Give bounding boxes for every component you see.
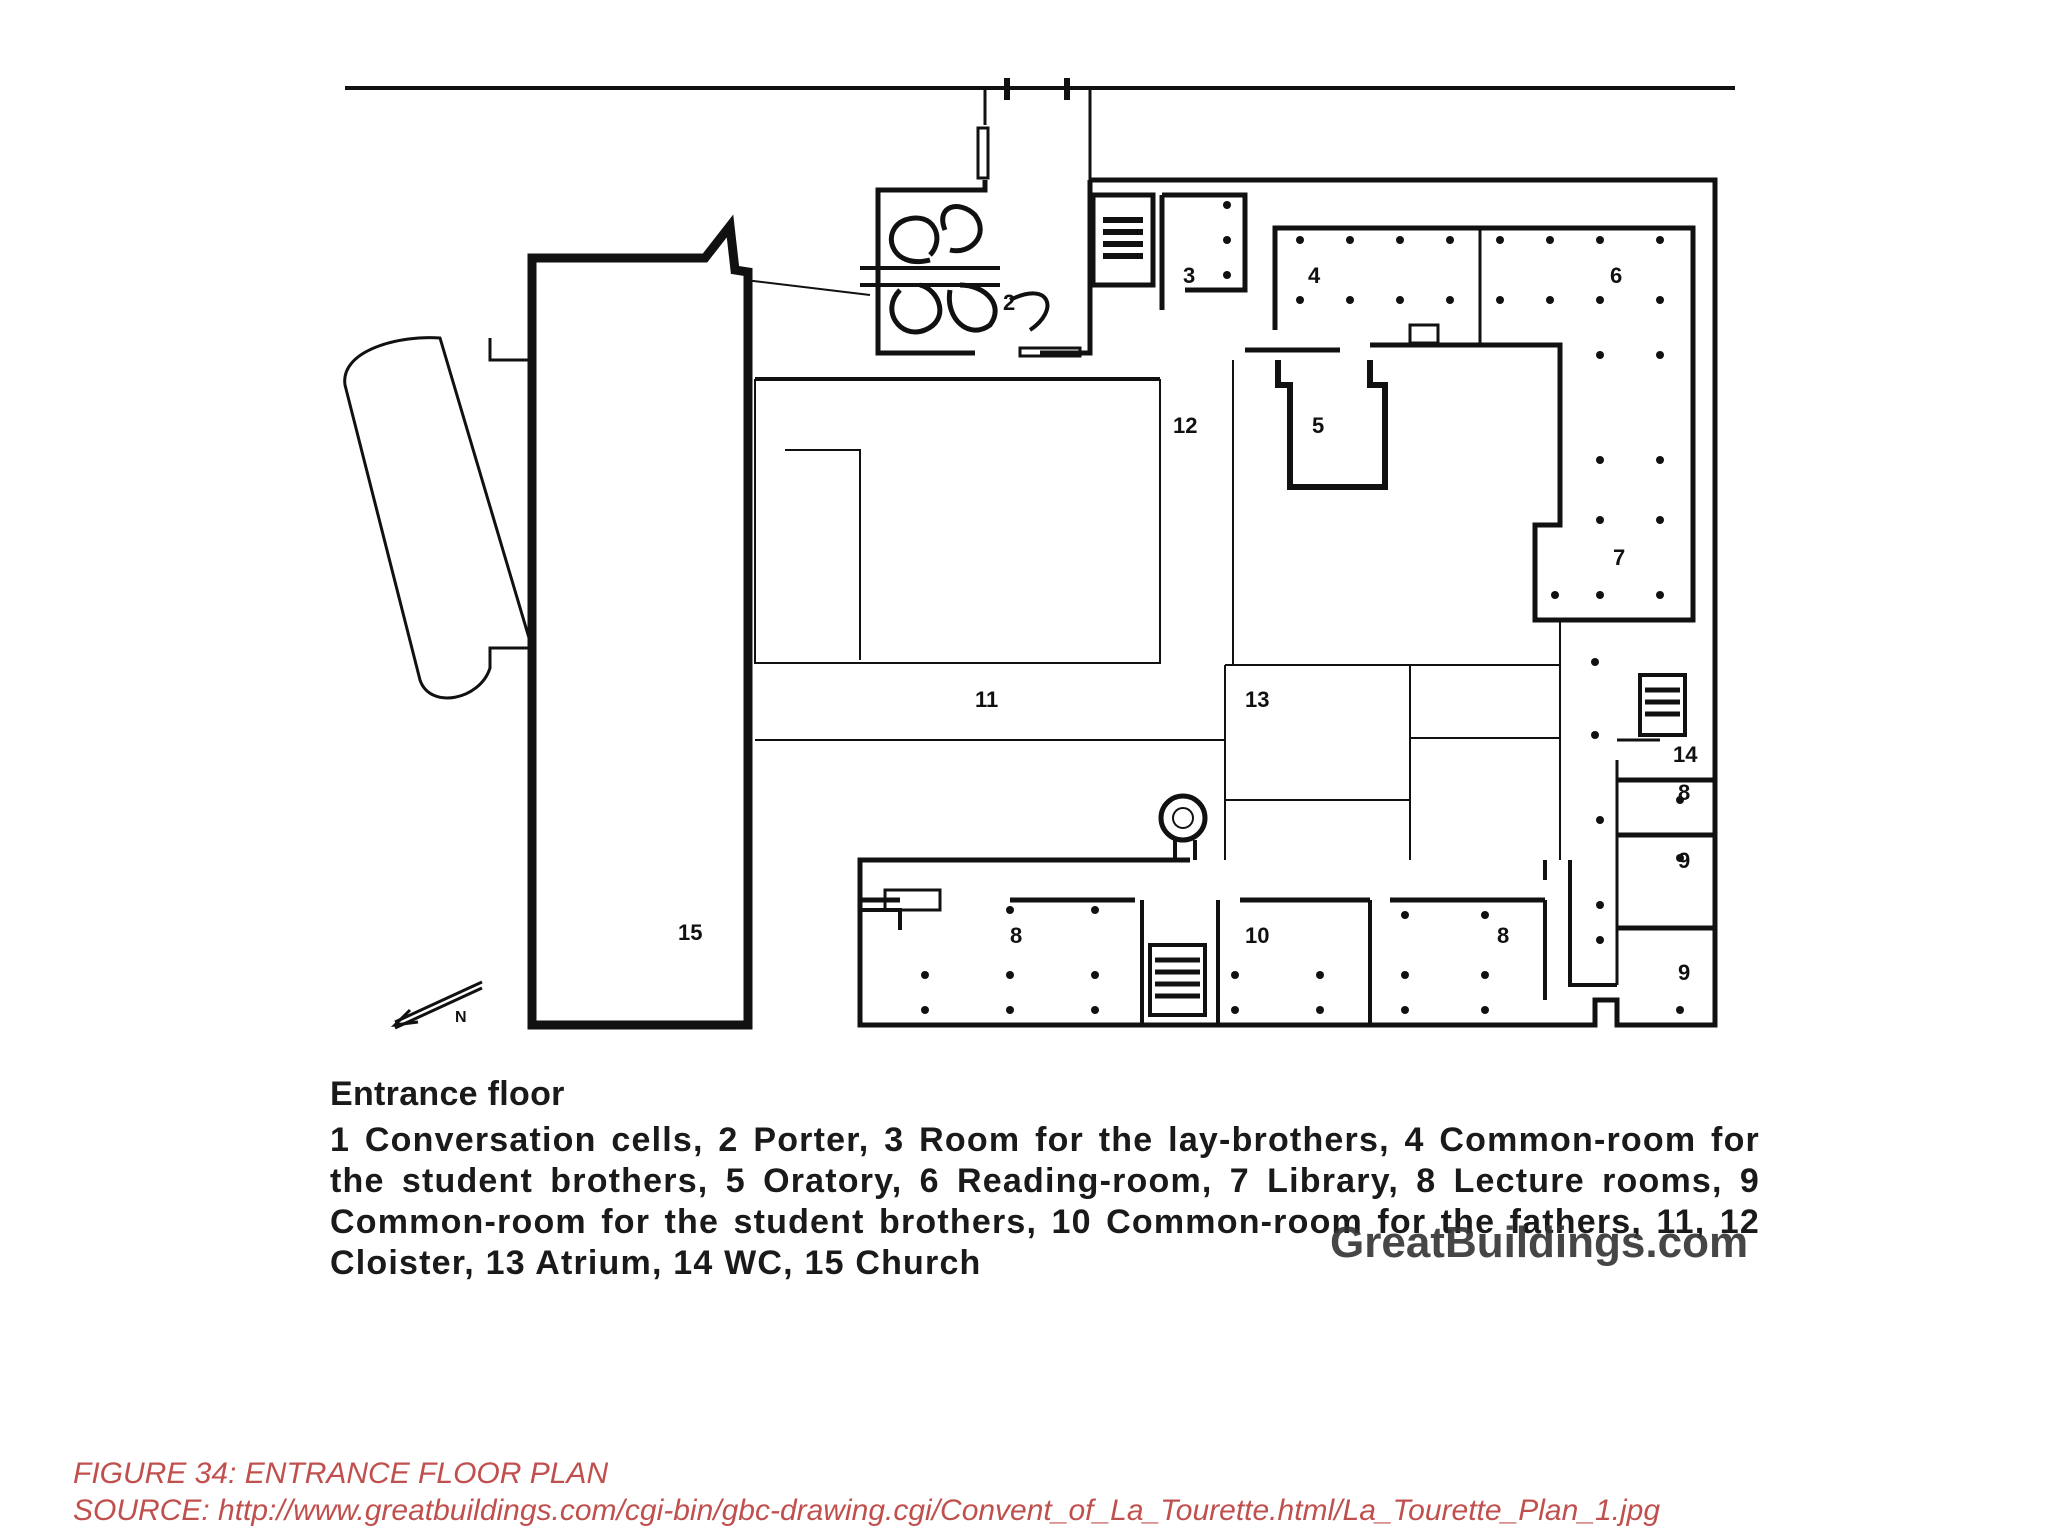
- caption-title: Entrance floor: [330, 1075, 565, 1113]
- room-label-4: 4: [1308, 263, 1321, 288]
- room-label-3: 3: [1183, 263, 1195, 288]
- room-label-9b: 9: [1678, 960, 1690, 985]
- oratory-wall: [1275, 360, 1388, 490]
- room-label-13: 13: [1245, 687, 1269, 712]
- room-label-7: 7: [1613, 545, 1625, 570]
- room-label-15: 15: [678, 920, 702, 945]
- atrium-outline: [1224, 664, 1561, 860]
- figure-caption: FIGURE 34: ENTRANCE FLOOR PLAN SOURCE: h…: [73, 1455, 1660, 1529]
- church-outline: [527, 214, 753, 1030]
- room-label-8c: 8: [1497, 923, 1509, 948]
- room-label-6: 6: [1610, 263, 1622, 288]
- room-label-12: 12: [1173, 413, 1197, 438]
- room-4-wall: [1272, 225, 1696, 623]
- spiral-stair: [1158, 793, 1208, 843]
- room-label-9a: 9: [1678, 848, 1690, 873]
- cloister-courtyard: [754, 379, 1161, 664]
- room-label-8a: 8: [1678, 780, 1690, 805]
- caption-legend: 1 Conversation cells, 2 Porter, 3 Room f…: [330, 1121, 1760, 1282]
- room-label-8b: 8: [1010, 923, 1022, 948]
- room-label-11: 11: [975, 687, 998, 712]
- porter-lodge-wall: [875, 180, 988, 356]
- room-label-10: 10: [1245, 923, 1269, 948]
- chapel-outline: [343, 336, 535, 700]
- room-label-14: 14: [1673, 742, 1698, 767]
- figure-source: SOURCE: http://www.greatbuildings.com/cg…: [73, 1494, 1661, 1527]
- north-arrow-icon: [390, 980, 483, 1030]
- plan-caption: Entrance floor 1 Conversation cells, 2 P…: [330, 1075, 1760, 1284]
- north-label: N: [455, 1009, 467, 1026]
- room-label-5: 5: [1312, 413, 1324, 438]
- watermark: GreatBuildings.com: [1330, 1218, 1749, 1267]
- room-label-2: 2: [1003, 290, 1015, 315]
- column-dots: [921, 201, 1684, 1014]
- conversation-cells: [888, 204, 998, 335]
- figure-title: FIGURE 34: ENTRANCE FLOOR PLAN: [73, 1457, 609, 1490]
